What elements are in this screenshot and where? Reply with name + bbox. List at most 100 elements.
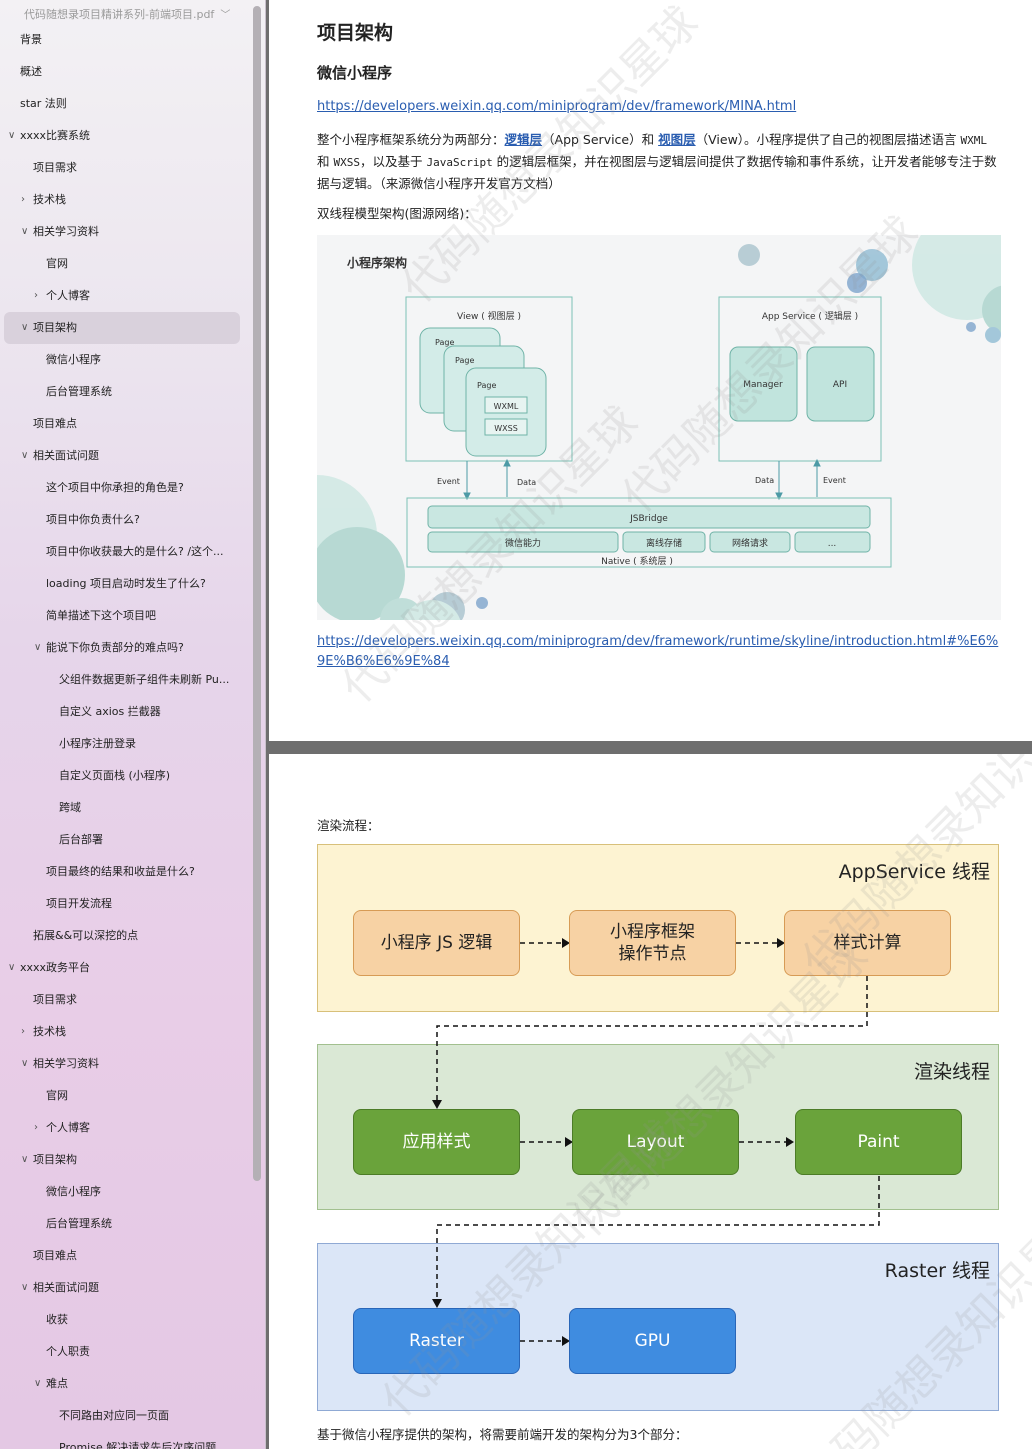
outline-item-label: 技术栈 bbox=[33, 193, 66, 206]
outline-item[interactable]: 官网 bbox=[0, 1080, 250, 1112]
outline-item[interactable]: ∨项目架构 bbox=[0, 1144, 250, 1176]
outline-item[interactable]: 这个项目中你承担的角色是? bbox=[0, 472, 250, 504]
outline-item-label: 项目难点 bbox=[33, 417, 77, 430]
chevron-down-icon[interactable]: ∨ bbox=[21, 322, 29, 333]
chevron-down-icon[interactable]: ∨ bbox=[8, 130, 16, 141]
outline-item[interactable]: 项目需求 bbox=[0, 152, 250, 184]
outline-item[interactable]: 父组件数据更新子组件未刷新 Pu... bbox=[0, 664, 250, 696]
intro-paragraph: 整个小程序框架系统分为两部分：逻辑层（App Service）和 视图层（Vie… bbox=[317, 129, 1002, 194]
arch-title: 小程序架构 bbox=[347, 255, 407, 270]
code-wxss: WXSS bbox=[333, 156, 360, 169]
outline-item[interactable]: 自定义页面栈 (小程序) bbox=[0, 760, 250, 792]
para-text: （App Service）和 bbox=[542, 132, 659, 147]
outline-item[interactable]: 后台管理系统 bbox=[0, 1208, 250, 1240]
outline-item[interactable]: ∨难点 bbox=[0, 1368, 250, 1400]
api-box bbox=[806, 346, 875, 422]
chevron-down-icon[interactable]: ∨ bbox=[21, 1058, 29, 1069]
outline-item[interactable]: star 法则 bbox=[0, 88, 250, 120]
outline-item[interactable]: ∨ 项目架构 bbox=[4, 312, 240, 344]
outline-item[interactable]: 项目难点 bbox=[0, 408, 250, 440]
outline-sidebar: 代码随想录项目精讲系列-前端项目.pdf﹀ 背景概述 star 法则 ∨xxxx比赛… bbox=[0, 0, 266, 1449]
native-item-box-3 bbox=[709, 531, 791, 553]
outline-item[interactable]: ›技术栈 bbox=[0, 1016, 250, 1048]
outline-item[interactable]: 收获 bbox=[0, 1304, 250, 1336]
skyline-doc-link[interactable]: https://developers.weixin.qq.com/minipro… bbox=[317, 634, 999, 669]
outline-item-label: 拓展&&可以深挖的点 bbox=[33, 929, 139, 942]
outline-item[interactable]: ∨xxxx政务平台 bbox=[0, 952, 250, 984]
outline-item-label: 项目需求 bbox=[33, 161, 77, 174]
app-service-label: App Service ( 逻辑层 ) bbox=[762, 310, 858, 322]
outline-item[interactable]: › 个人博客 bbox=[0, 280, 250, 312]
outline-item-label: 跨域 bbox=[59, 801, 81, 814]
chevron-right-icon[interactable]: › bbox=[34, 1122, 38, 1133]
chevron-right-icon[interactable]: › bbox=[21, 1026, 25, 1037]
chevron-down-icon[interactable]: ∨ bbox=[21, 1282, 29, 1293]
outline-item-label: 不同路由对应同一页面 bbox=[59, 1409, 169, 1422]
para-text: 和 bbox=[317, 154, 334, 169]
logic-layer-link[interactable]: 逻辑层 bbox=[504, 132, 543, 147]
document-title-dropdown[interactable]: 代码随想录项目精讲系列-前端项目.pdf﹀ bbox=[0, 4, 250, 26]
node-gpu: GPU bbox=[569, 1308, 736, 1374]
mina-doc-link[interactable]: https://developers.weixin.qq.com/minipro… bbox=[317, 99, 797, 114]
chevron-down-icon[interactable]: ∨ bbox=[21, 450, 29, 461]
jsbridge-label: JSBridge bbox=[629, 514, 668, 524]
outline-item[interactable]: 后台管理系统 bbox=[0, 376, 250, 408]
outline-item[interactable]: ∨xxxx比赛系统 bbox=[0, 120, 250, 152]
native-item-1: 微信能力 bbox=[505, 537, 541, 549]
outline-item[interactable]: 自定义 axios 拦截器 bbox=[0, 696, 250, 728]
outline-item[interactable]: 项目需求 bbox=[0, 984, 250, 1016]
outline-item[interactable]: 背景 bbox=[0, 24, 250, 56]
outline-item[interactable]: 小程序注册登录 bbox=[0, 728, 250, 760]
outline-item[interactable]: 简单描述下这个项目吧 bbox=[0, 600, 250, 632]
outline-item[interactable]: loading 项目启动时发生了什么? bbox=[0, 568, 250, 600]
outline-item-label: 简单描述下这个项目吧 bbox=[46, 609, 156, 622]
outline-item-label: 官网 bbox=[46, 257, 68, 270]
outline-item[interactable]: ∨相关面试问题 bbox=[0, 440, 250, 472]
outline-item[interactable]: ∨相关面试问题 bbox=[0, 1272, 250, 1304]
outline-item[interactable]: 不同路由对应同一页面 bbox=[0, 1400, 250, 1432]
para-text: 整个小程序框架系统分为两部分： bbox=[317, 132, 505, 147]
outline-item[interactable]: ∨相关学习资料 bbox=[0, 216, 250, 248]
chevron-down-icon[interactable]: ∨ bbox=[8, 962, 16, 973]
outline-item[interactable]: ∨ 相关学习资料 bbox=[0, 1048, 250, 1080]
outline-item[interactable]: 后台部署 bbox=[0, 824, 250, 856]
chevron-right-icon[interactable]: › bbox=[34, 290, 38, 301]
outline-item[interactable]: 概述 bbox=[0, 56, 250, 88]
outline-item[interactable]: 微信小程序 bbox=[0, 1176, 250, 1208]
outline-item[interactable]: 跨域 bbox=[0, 792, 250, 824]
subsection-heading: 微信小程序 bbox=[317, 64, 393, 82]
outline-item[interactable]: 官网 bbox=[0, 248, 250, 280]
view-layer-link[interactable]: 视图层 bbox=[658, 132, 696, 147]
outline-item-label: 相关学习资料 bbox=[33, 1057, 99, 1070]
outline-item[interactable]: 项目中你收获最大的是什么? /这个... bbox=[0, 536, 250, 568]
page-label-3: Page bbox=[477, 381, 496, 390]
outline-item[interactable]: 项目最终的结果和收益是什么? bbox=[0, 856, 250, 888]
outline-item[interactable]: 项目开发流程 bbox=[0, 888, 250, 920]
outline-item-label: 个人博客 bbox=[46, 289, 90, 302]
outline-item-label: 能说下你负责部分的难点吗? bbox=[46, 641, 184, 654]
outline-item[interactable]: Promise 解决请求先后次序问题 bbox=[0, 1432, 250, 1449]
native-item-box-1 bbox=[427, 531, 619, 553]
event-label-right: Event bbox=[823, 476, 846, 485]
app-service-box bbox=[718, 296, 882, 462]
outline-item[interactable]: ∨ 能说下你负责部分的难点吗? bbox=[0, 632, 250, 664]
outline-item-label: 这个项目中你承担的角色是? bbox=[46, 481, 184, 494]
chevron-down-icon[interactable]: ∨ bbox=[34, 1378, 42, 1389]
outline-item-label: star 法则 bbox=[20, 97, 67, 110]
outline-item[interactable]: 拓展&&可以深挖的点 bbox=[0, 920, 250, 952]
chevron-down-icon[interactable]: ∨ bbox=[34, 642, 42, 653]
chevron-down-icon[interactable]: ∨ bbox=[21, 1154, 29, 1165]
outline-item-label: 项目架构 bbox=[33, 321, 77, 334]
chevron-right-icon[interactable]: › bbox=[21, 194, 25, 205]
outline-item[interactable]: ›个人博客 bbox=[0, 1112, 250, 1144]
outline-item-label: 后台管理系统 bbox=[46, 385, 112, 398]
outline-item[interactable]: 项目难点 bbox=[0, 1240, 250, 1272]
outline-item[interactable]: 项目中你负责什么? bbox=[0, 504, 250, 536]
sidebar-scrollbar[interactable] bbox=[253, 6, 261, 1181]
chevron-down-icon[interactable]: ∨ bbox=[21, 226, 29, 237]
manager-label: Manager bbox=[743, 380, 783, 390]
outline-item[interactable]: › 技术栈 bbox=[0, 184, 250, 216]
outline-item[interactable]: 个人职责 bbox=[0, 1336, 250, 1368]
node-apply-style: 应用样式 bbox=[353, 1109, 520, 1175]
outline-item[interactable]: 微信小程序 bbox=[0, 344, 250, 376]
